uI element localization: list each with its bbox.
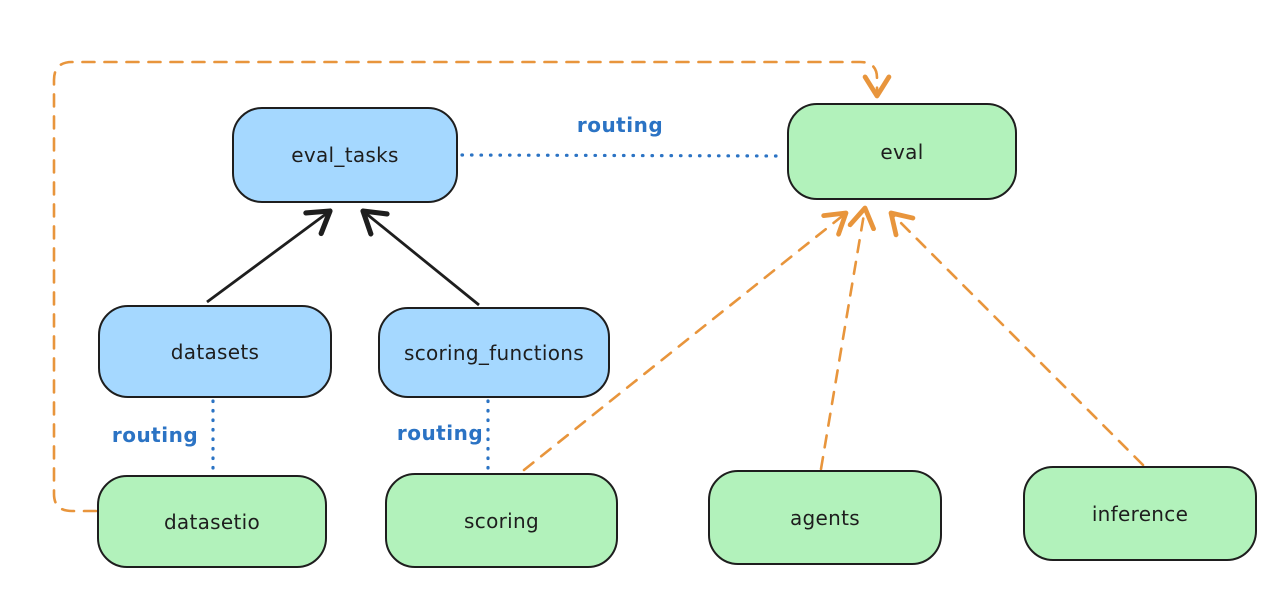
node-inference: inference [1023,466,1257,561]
node-agents: agents [708,470,942,565]
node-datasetio: datasetio [97,475,327,568]
node-scoring-functions-label: scoring_functions [403,340,585,365]
node-eval-tasks-label: eval_tasks [291,143,399,167]
node-scoring-label: scoring [464,508,539,533]
node-eval: eval [787,103,1017,200]
edge-label-routing-scoring: routing [396,421,484,445]
edge-scoring-to-eval-dashed [522,210,849,472]
edge-eval-tasks-to-eval-dotted [460,153,786,158]
edge-label-routing-datasetio: routing [111,423,199,447]
node-eval-tasks: eval_tasks [232,107,458,203]
edge-label-routing-top: routing [576,113,664,137]
edge-scoring-functions-to-eval-tasks [360,208,480,307]
node-inference-label: inference [1091,501,1189,526]
node-datasetio-label: datasetio [163,509,261,534]
node-scoring-functions: scoring_functions [378,307,610,398]
edge-datasets-to-eval-tasks [206,208,333,304]
node-datasets-label: datasets [170,339,260,364]
node-agents-label: agents [790,505,860,530]
edge-datasetio-to-eval-dashed-loop [52,60,892,513]
node-eval-label: eval [880,139,924,164]
edge-agents-to-eval-dashed [819,205,876,471]
edge-inference-to-eval-dashed [888,210,1145,467]
node-datasets: datasets [98,305,332,398]
node-scoring: scoring [385,473,618,568]
